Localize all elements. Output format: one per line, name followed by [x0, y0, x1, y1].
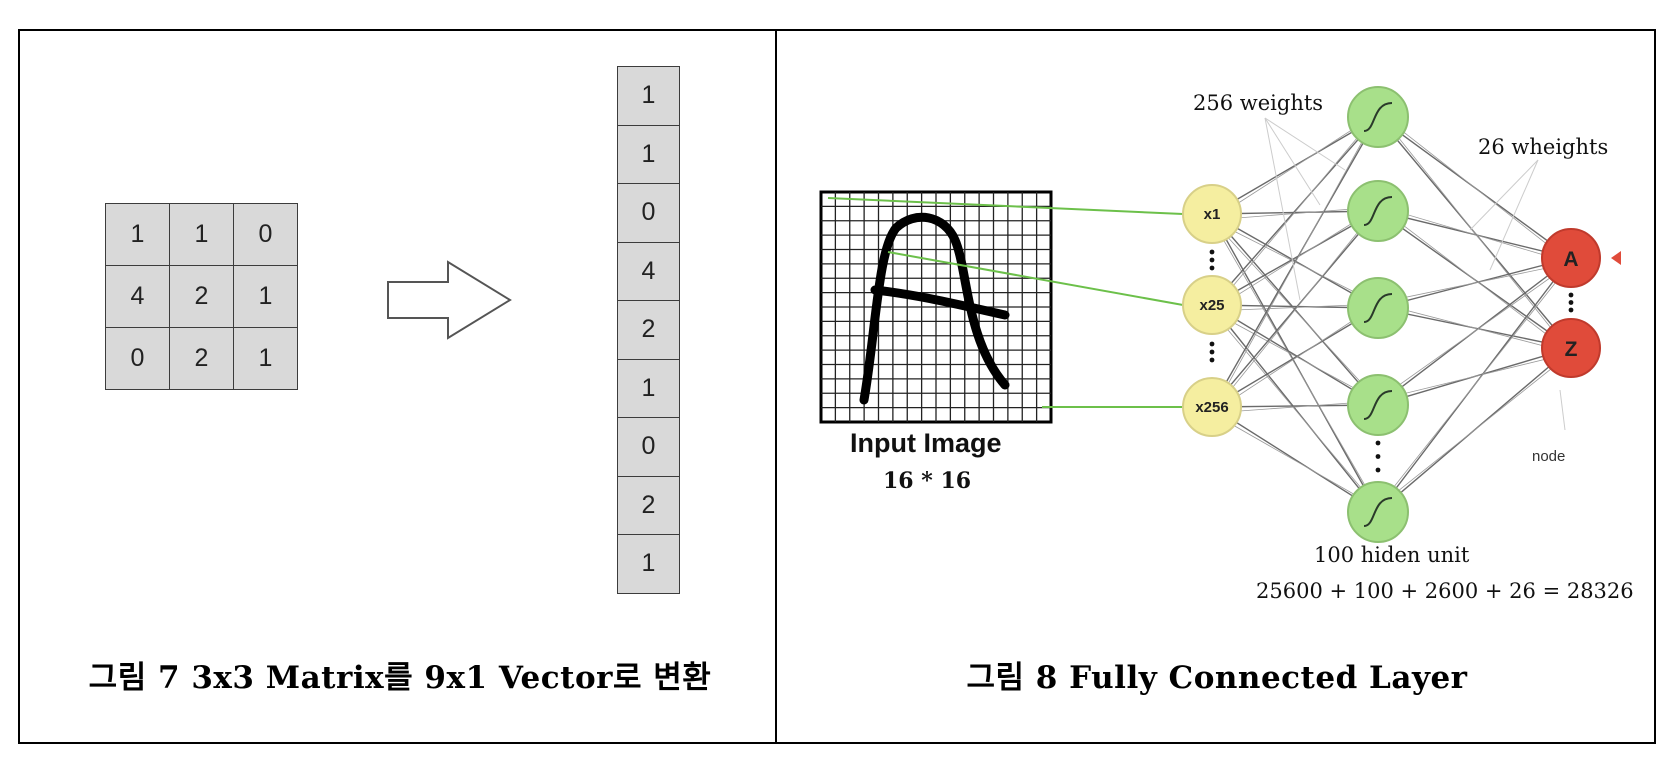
pointer-line [1469, 159, 1539, 231]
edge-line [1377, 111, 1572, 354]
node-label: node [1532, 448, 1565, 465]
edge-line [1377, 205, 1572, 354]
pointer-line [1489, 159, 1539, 271]
input-node [1182, 275, 1242, 335]
hidden-node [1347, 277, 1409, 339]
edge-line [1211, 112, 1379, 312]
network-edges [1211, 111, 1572, 513]
input-node [1182, 184, 1242, 244]
panel-divider [775, 29, 777, 744]
figure-table [18, 29, 1656, 744]
hidden-units-label: 100 hiden unit [1314, 543, 1470, 567]
pointer-line [1264, 117, 1321, 206]
edge-line [1211, 116, 1379, 306]
hidden-node [1347, 481, 1409, 543]
ellipsis-dot [1568, 292, 1574, 298]
ellipsis-dot [1209, 341, 1215, 347]
output-node-label: Z [1565, 338, 1578, 361]
ellipsis-dot [1209, 265, 1215, 271]
vector-cell: 1 [617, 66, 680, 126]
output-node [1541, 318, 1601, 378]
weights-out-label: 26 wheights [1478, 135, 1608, 159]
edge-line [1211, 406, 1379, 513]
weights-in-label: 256 weights [1193, 91, 1323, 115]
sigmoid-icon [1363, 293, 1393, 323]
edge-line [1377, 302, 1572, 354]
matrix-cell: 2 [169, 265, 234, 328]
ellipsis-dot [1375, 454, 1381, 459]
ellipsis-dot [1209, 249, 1215, 255]
vector-cell: 1 [617, 358, 680, 418]
edge-line [1211, 310, 1379, 402]
edge-line [1211, 304, 1379, 406]
sigmoid-icon [1363, 390, 1393, 420]
label-pointer-lines [1264, 117, 1566, 431]
matrix-cell: 1 [233, 327, 298, 390]
sigmoid-icon [1363, 497, 1393, 527]
vector-cell: 4 [617, 241, 680, 301]
vector-cell: 1 [617, 534, 680, 594]
edge-line [1211, 304, 1379, 513]
edge-line [1211, 412, 1379, 509]
parameter-formula: 25600 + 100 + 2600 + 26 = 28326 [1256, 579, 1634, 603]
matrix-cell: 0 [105, 327, 170, 390]
pointer-line [1264, 117, 1346, 171]
pointer-line [1559, 389, 1566, 431]
input-node-label: x1 [1204, 206, 1221, 223]
ellipsis-dot [1209, 357, 1215, 363]
input-node [1182, 377, 1242, 437]
edge-line [1377, 111, 1572, 264]
hidden-node [1347, 374, 1409, 436]
vector-cell: 1 [617, 124, 680, 184]
edge-line [1211, 210, 1379, 408]
sigmoid-icon [1363, 102, 1393, 132]
edge-line [1211, 307, 1379, 408]
hidden-node [1347, 180, 1409, 242]
input-image-grid [819, 190, 1053, 424]
edge-line [1211, 206, 1379, 414]
ellipsis-dot [1209, 257, 1215, 263]
edge-line [1377, 262, 1572, 508]
matrix-cell: 1 [233, 265, 298, 328]
ellipsis-dot [1568, 307, 1574, 313]
vector-cell: 0 [617, 183, 680, 243]
pixel-connector [887, 251, 1184, 306]
vector-cell: 2 [617, 300, 680, 360]
ellipsis-dot [1375, 467, 1381, 473]
edge-line [1211, 112, 1379, 414]
matrix-cell: 2 [169, 327, 234, 390]
input-node-label: x256 [1195, 399, 1228, 416]
input-image-title: Input Image [850, 428, 1002, 458]
ellipsis-dot [1568, 300, 1574, 305]
pixel-connector [827, 197, 1184, 215]
output-node [1541, 228, 1601, 288]
figure-7-caption: 그림 7 3x3 Matrix를 9x1 Vector로 변환 [88, 660, 712, 696]
input-node-label: x25 [1199, 297, 1224, 314]
edge-line [1377, 352, 1572, 508]
edge-line [1377, 352, 1572, 401]
edge-line [1211, 210, 1379, 306]
edge-line [1211, 310, 1379, 509]
vector-cell: 0 [617, 417, 680, 477]
input-image-size: 16 * 16 [883, 468, 971, 494]
edge-line [1211, 213, 1379, 513]
sigmoid-icon [1363, 196, 1393, 226]
edge-line [1211, 219, 1379, 509]
edge-line [1377, 262, 1572, 401]
hidden-node [1347, 86, 1409, 148]
pointer-line [1264, 117, 1301, 301]
edge-line [1377, 262, 1572, 304]
pixel-to-input-connectors [827, 197, 1184, 408]
selection-pointer-icon [1611, 251, 1621, 265]
ellipsis-dot [1209, 349, 1215, 355]
edge-line [1211, 116, 1379, 408]
edge-line [1377, 205, 1572, 264]
network-nodes: x1 x25 x256 A Z [1182, 86, 1621, 543]
edge-line [1211, 303, 1379, 414]
figure-8-caption: 그림 8 Fully Connected Layer [966, 660, 1468, 696]
ellipsis-dot [1375, 440, 1381, 446]
output-node-label: A [1563, 248, 1578, 271]
handwritten-A-crossbar [870, 285, 1010, 320]
